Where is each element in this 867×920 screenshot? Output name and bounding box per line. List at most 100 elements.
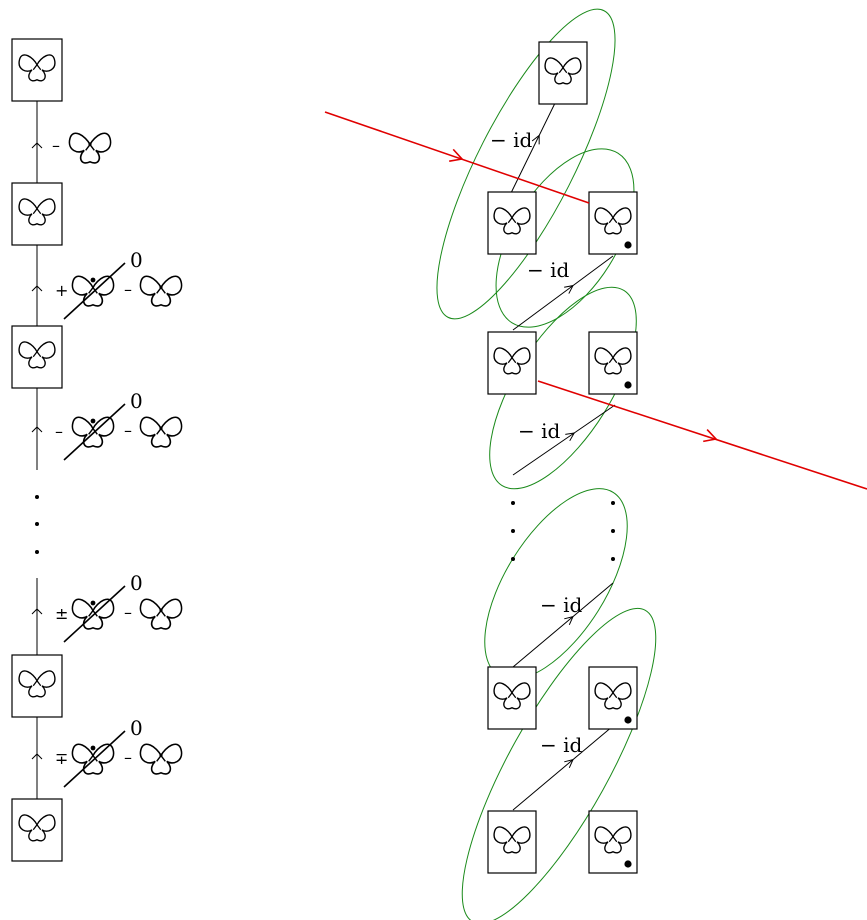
identity-map: − id xyxy=(512,582,614,668)
minus-sign: – xyxy=(124,280,132,299)
surface-box-left xyxy=(487,666,537,730)
sign-label: ∓ xyxy=(55,749,68,768)
arrow-icon xyxy=(531,134,540,145)
surface-box-right xyxy=(588,810,638,874)
sign-label: – xyxy=(52,136,60,155)
sign-label: ± xyxy=(55,604,68,623)
strike-line xyxy=(63,262,126,320)
vertex-dot xyxy=(159,753,163,757)
map-line xyxy=(512,582,614,668)
surface-box-top xyxy=(538,41,588,105)
sign-label: + xyxy=(55,281,68,300)
surface-box-left xyxy=(487,331,537,395)
marked-point xyxy=(90,277,96,283)
surface-box-right xyxy=(588,331,638,395)
ellipsis-dot xyxy=(35,495,39,499)
zero-label: 0 xyxy=(130,716,143,740)
marked-point xyxy=(624,716,632,724)
sign-label: – xyxy=(55,422,63,441)
surface-box-right xyxy=(588,666,638,730)
map-label: − id xyxy=(527,258,570,282)
zero-label: 0 xyxy=(130,248,143,272)
cut-lines xyxy=(324,111,867,490)
surface-frame xyxy=(487,191,537,255)
arrow-icon xyxy=(31,426,43,433)
trefoil-surface-icon xyxy=(139,416,183,448)
surface-box-left xyxy=(487,191,537,255)
surface-box-2 xyxy=(11,182,63,246)
marked-point xyxy=(90,600,96,606)
surface-box-top xyxy=(11,38,63,102)
surface-frame xyxy=(11,798,63,862)
surface-box-4 xyxy=(11,654,63,718)
trefoil-surface-icon xyxy=(68,132,112,164)
vertex-dot xyxy=(159,426,163,430)
map-line xyxy=(512,255,614,331)
arrow-icon xyxy=(31,142,43,149)
surface-frame xyxy=(11,38,63,102)
trefoil-surface-icon xyxy=(139,743,183,775)
marked-point xyxy=(624,860,632,868)
marked-point xyxy=(624,241,632,249)
zero-label: 0 xyxy=(130,389,143,413)
marked-point xyxy=(90,418,96,424)
surface-frame xyxy=(487,666,537,730)
cut-line xyxy=(324,111,590,204)
cut-line-segment xyxy=(537,380,867,490)
minus-sign: – xyxy=(124,421,132,440)
strike-line xyxy=(63,403,126,461)
trefoil-surface-icon xyxy=(139,598,183,630)
surface-frame xyxy=(487,331,537,395)
surface-box-3 xyxy=(11,325,63,389)
ellipsis-dot xyxy=(511,529,515,533)
grouping-ellipse xyxy=(461,607,657,920)
identity-map: − id xyxy=(490,96,559,194)
identity-map: − id xyxy=(512,725,614,811)
surface-frame xyxy=(487,810,537,874)
surface-box-left xyxy=(487,810,537,874)
strike-line xyxy=(63,730,126,788)
map-label: − id xyxy=(540,593,583,617)
relation-step: – 0 – xyxy=(31,389,183,461)
map-label: − id xyxy=(490,128,533,152)
marked-point xyxy=(90,745,96,751)
minus-sign: – xyxy=(124,603,132,622)
vertex-dot xyxy=(159,285,163,289)
arrow-icon xyxy=(565,432,576,442)
ellipsis-dot xyxy=(511,501,515,505)
map-label: − id xyxy=(540,733,583,757)
minus-sign: – xyxy=(124,748,132,767)
map-line xyxy=(512,404,616,476)
ellipsis-dot xyxy=(611,501,615,505)
relation-step: – xyxy=(31,132,112,164)
vertex-dot xyxy=(88,142,92,146)
arrow-icon xyxy=(564,284,574,294)
arrow-icon xyxy=(703,428,718,443)
arrow-icon xyxy=(449,148,464,162)
arrow-icon xyxy=(564,615,574,626)
relation-step: ∓ 0 – xyxy=(31,716,183,788)
surface-frame xyxy=(11,654,63,718)
map-line xyxy=(512,725,614,811)
zero-label: 0 xyxy=(130,571,143,595)
ellipsis-dot xyxy=(611,557,615,561)
arrow-icon xyxy=(31,608,43,615)
right-grid: − id − id − id − id − id xyxy=(487,41,638,874)
grouping-ellipse xyxy=(436,8,616,320)
map-label: − id xyxy=(518,419,561,443)
relation-step: +0 – xyxy=(31,248,183,320)
identity-map: − id xyxy=(512,255,614,331)
map-line xyxy=(510,96,559,194)
arrow-icon xyxy=(31,285,43,292)
surface-frame xyxy=(538,41,588,105)
cut-line-segment xyxy=(324,111,590,204)
identity-map: − id xyxy=(512,404,616,476)
vertex-dot xyxy=(159,608,163,612)
arrow-icon xyxy=(564,758,574,769)
surface-frame xyxy=(11,182,63,246)
surface-box-right xyxy=(588,191,638,255)
surface-box-bottom xyxy=(11,798,63,862)
ellipsis-dot xyxy=(35,522,39,526)
surface-frame xyxy=(11,325,63,389)
ellipsis-dot xyxy=(511,557,515,561)
